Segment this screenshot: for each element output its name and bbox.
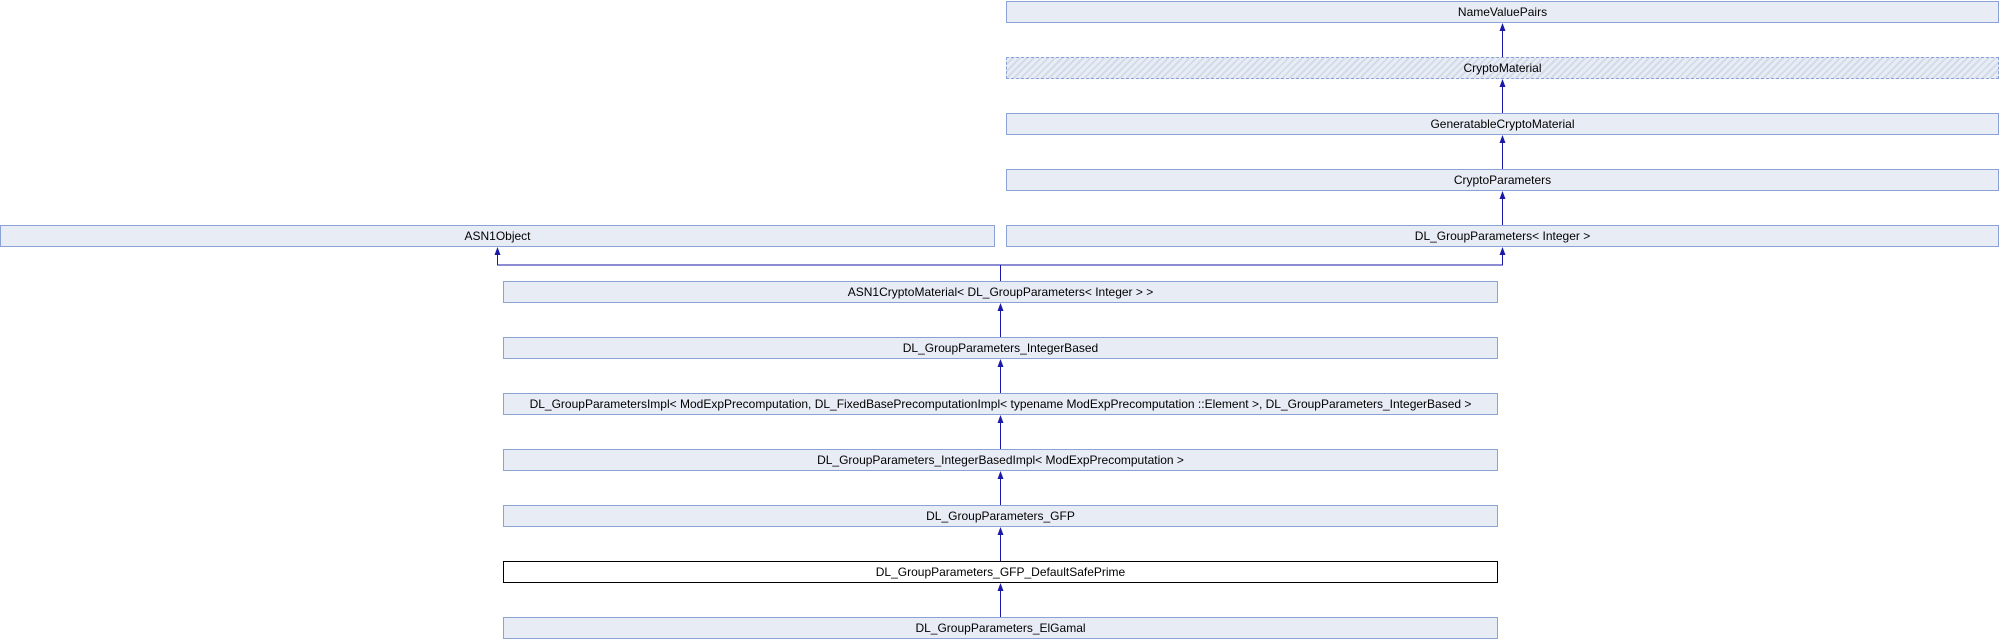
class-node-dl-groupparameters-integer[interactable]: DL_GroupParameters< Integer > bbox=[1006, 225, 1999, 247]
class-node-dl-groupparameters-gfp-defaultsafeprime[interactable]: DL_GroupParameters_GFP_DefaultSafePrime bbox=[503, 561, 1498, 583]
edge-dl-groupparameters-integerbased bbox=[997, 303, 1004, 337]
edge-cryptoparameters bbox=[1499, 135, 1506, 169]
class-label: DL_GroupParametersImpl< ModExpPrecomputa… bbox=[529, 397, 1472, 411]
arrowhead-icon bbox=[997, 415, 1004, 423]
arrowhead-icon bbox=[1499, 247, 1506, 255]
edge-dl-groupparameters-gfp bbox=[997, 471, 1004, 505]
edge-asn1cryptomaterial bbox=[494, 247, 1506, 281]
arrowhead-icon bbox=[997, 527, 1004, 535]
arrowhead-icon bbox=[997, 359, 1004, 367]
arrowhead-icon bbox=[997, 303, 1004, 311]
arrowhead-icon bbox=[1499, 191, 1506, 199]
edge-dl-groupparameters-gfp-defaultsafeprime bbox=[997, 527, 1004, 561]
arrowhead-icon bbox=[997, 583, 1004, 591]
class-node-dl-groupparametersimpl[interactable]: DL_GroupParametersImpl< ModExpPrecomputa… bbox=[503, 393, 1498, 415]
class-node-asn1object[interactable]: ASN1Object bbox=[0, 225, 995, 247]
edge-generatablecryptomaterial bbox=[1499, 79, 1506, 113]
class-node-asn1cryptomaterial[interactable]: ASN1CryptoMaterial< DL_GroupParameters< … bbox=[503, 281, 1498, 303]
class-label: GeneratableCryptoMaterial bbox=[1430, 117, 1575, 131]
class-node-namevaluepairs[interactable]: NameValuePairs bbox=[1006, 1, 1999, 23]
class-node-dl-groupparameters-integerbasedimpl[interactable]: DL_GroupParameters_IntegerBasedImpl< Mod… bbox=[503, 449, 1498, 471]
class-label: DL_GroupParameters_IntegerBased bbox=[902, 341, 1099, 355]
class-label: DL_GroupParameters_GFP bbox=[926, 509, 1075, 523]
arrowhead-icon bbox=[494, 247, 501, 255]
class-label: DL_GroupParameters< Integer > bbox=[1414, 229, 1591, 243]
class-label: ASN1Object bbox=[464, 229, 531, 243]
arrowhead-icon bbox=[1499, 23, 1506, 31]
class-node-generatablecryptomaterial[interactable]: GeneratableCryptoMaterial bbox=[1006, 113, 1999, 135]
edge-dl-groupparameters-integer bbox=[1499, 191, 1506, 225]
class-label: CryptoParameters bbox=[1453, 173, 1552, 187]
arrowhead-icon bbox=[1499, 135, 1506, 143]
class-node-cryptomaterial[interactable]: CryptoMaterial bbox=[1006, 57, 1999, 79]
class-label: CryptoMaterial bbox=[1463, 61, 1542, 75]
class-node-cryptoparameters[interactable]: CryptoParameters bbox=[1006, 169, 1999, 191]
arrowhead-icon bbox=[997, 471, 1004, 479]
class-label: DL_GroupParameters_GFP_DefaultSafePrime bbox=[875, 565, 1126, 579]
arrowhead-icon bbox=[1499, 79, 1506, 87]
class-label: NameValuePairs bbox=[1457, 5, 1548, 19]
class-node-dl-groupparameters-elgamal[interactable]: DL_GroupParameters_ElGamal bbox=[503, 617, 1498, 639]
class-node-dl-groupparameters-integerbased[interactable]: DL_GroupParameters_IntegerBased bbox=[503, 337, 1498, 359]
class-label: DL_GroupParameters_IntegerBasedImpl< Mod… bbox=[817, 453, 1184, 467]
class-label: ASN1CryptoMaterial< DL_GroupParameters< … bbox=[847, 285, 1154, 299]
class-label: DL_GroupParameters_ElGamal bbox=[915, 621, 1086, 635]
class-node-dl-groupparameters-gfp[interactable]: DL_GroupParameters_GFP bbox=[503, 505, 1498, 527]
edge-dl-groupparameters-elgamal bbox=[997, 583, 1004, 617]
edge-cryptomaterial bbox=[1499, 23, 1506, 57]
edge-dl-groupparametersimpl bbox=[997, 359, 1004, 393]
edge-dl-groupparameters-integerbasedimpl bbox=[997, 415, 1004, 449]
